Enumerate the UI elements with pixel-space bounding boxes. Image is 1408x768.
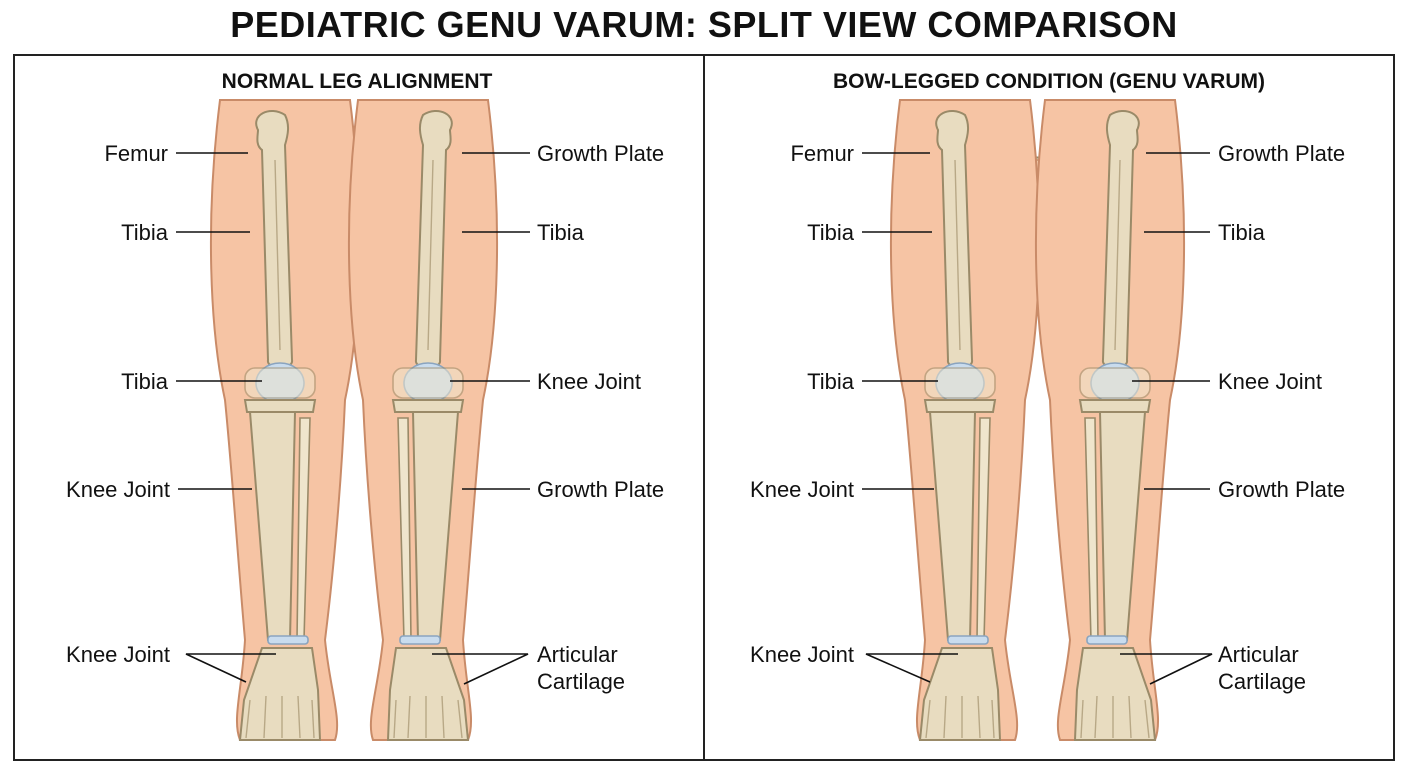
- left-leg-illustration: [209, 99, 361, 741]
- label-knee-joint: Knee Joint: [66, 477, 170, 502]
- label-knee-joint: Knee Joint: [1218, 369, 1322, 394]
- label-tibia: Tibia: [807, 220, 855, 245]
- label-growth-plate: Growth Plate: [537, 477, 664, 502]
- label-knee-joint: Knee Joint: [750, 477, 854, 502]
- label-growth-plate: Growth Plate: [537, 141, 664, 166]
- label-knee-joint: Knee Joint: [66, 642, 170, 667]
- label-articular: Articular: [537, 642, 618, 667]
- label-tibia: Tibia: [121, 369, 169, 394]
- right-leg-illustration: [347, 99, 499, 741]
- label-knee-joint: Knee Joint: [537, 369, 641, 394]
- panel-frame: [703, 54, 1395, 761]
- panel-normal: NORMAL LEG ALIGNMENT Femur Tibia Tibia K…: [13, 54, 705, 761]
- label-tibia: Tibia: [537, 220, 585, 245]
- label-cartilage: Cartilage: [537, 669, 625, 694]
- panel-heading: BOW-LEGGED CONDITION (GENU VARUM): [833, 70, 1265, 93]
- panel-bow-legged: BOW-LEGGED CONDITION (GENU VARUM) Femur …: [703, 54, 1395, 761]
- label-tibia: Tibia: [807, 369, 855, 394]
- label-knee-joint: Knee Joint: [750, 642, 854, 667]
- main-title: PEDIATRIC GENU VARUM: SPLIT VIEW COMPARI…: [230, 4, 1178, 45]
- right-leg-illustration: [1034, 99, 1186, 741]
- label-growth-plate: Growth Plate: [1218, 141, 1345, 166]
- label-tibia: Tibia: [121, 220, 169, 245]
- left-leg-illustration: [889, 99, 1041, 741]
- label-cartilage: Cartilage: [1218, 669, 1306, 694]
- label-femur: Femur: [104, 141, 168, 166]
- panel-heading: NORMAL LEG ALIGNMENT: [222, 70, 493, 93]
- label-tibia: Tibia: [1218, 220, 1266, 245]
- label-growth-plate: Growth Plate: [1218, 477, 1345, 502]
- label-femur: Femur: [790, 141, 854, 166]
- label-articular: Articular: [1218, 642, 1299, 667]
